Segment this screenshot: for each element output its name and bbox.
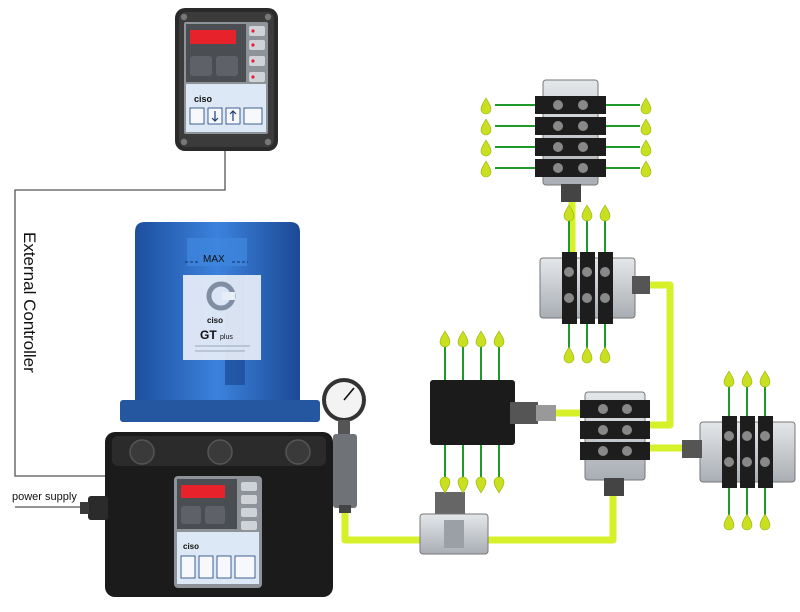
power-plug-icon: [80, 496, 108, 520]
pump-display: [181, 485, 225, 498]
arrow-up-icon: [229, 110, 237, 121]
pump-enter-button[interactable]: [234, 555, 256, 579]
pressure-gauge-icon: [322, 378, 366, 513]
external-controller-unit[interactable]: ciso: [175, 8, 278, 151]
distributor-top: [480, 79, 652, 202]
controller-display: [190, 30, 236, 44]
controller-cable: [14, 150, 226, 477]
distributor-right: [682, 370, 796, 531]
external-controller-label: External Controller: [20, 232, 39, 373]
pump-up-button[interactable]: [216, 555, 232, 579]
reset-button[interactable]: [189, 107, 205, 125]
lubrication-pump: MAX ciso GT plus ciso: [80, 222, 333, 597]
lubricant-main-line: [341, 200, 690, 544]
enter-button[interactable]: [243, 107, 263, 125]
distributor-center: [580, 391, 650, 496]
pump-down-button[interactable]: [198, 555, 214, 579]
outlet-pipes: [495, 104, 640, 169]
max-level-mark: MAX: [203, 254, 225, 265]
pump-brand: ciso: [207, 316, 223, 325]
pump-panel-brand: ciso: [183, 542, 199, 551]
pump-model-suffix: plus: [220, 334, 233, 341]
pump-model: GT: [200, 328, 217, 342]
distributor-middle: [539, 204, 650, 364]
controller-brand: ciso: [194, 94, 213, 104]
power-supply-label: power supply: [12, 491, 77, 503]
distributor-black-block: [430, 330, 556, 494]
pump-reset-button[interactable]: [180, 555, 196, 579]
arrow-down-icon: [211, 111, 219, 122]
pressure-relief-block: [419, 492, 489, 555]
